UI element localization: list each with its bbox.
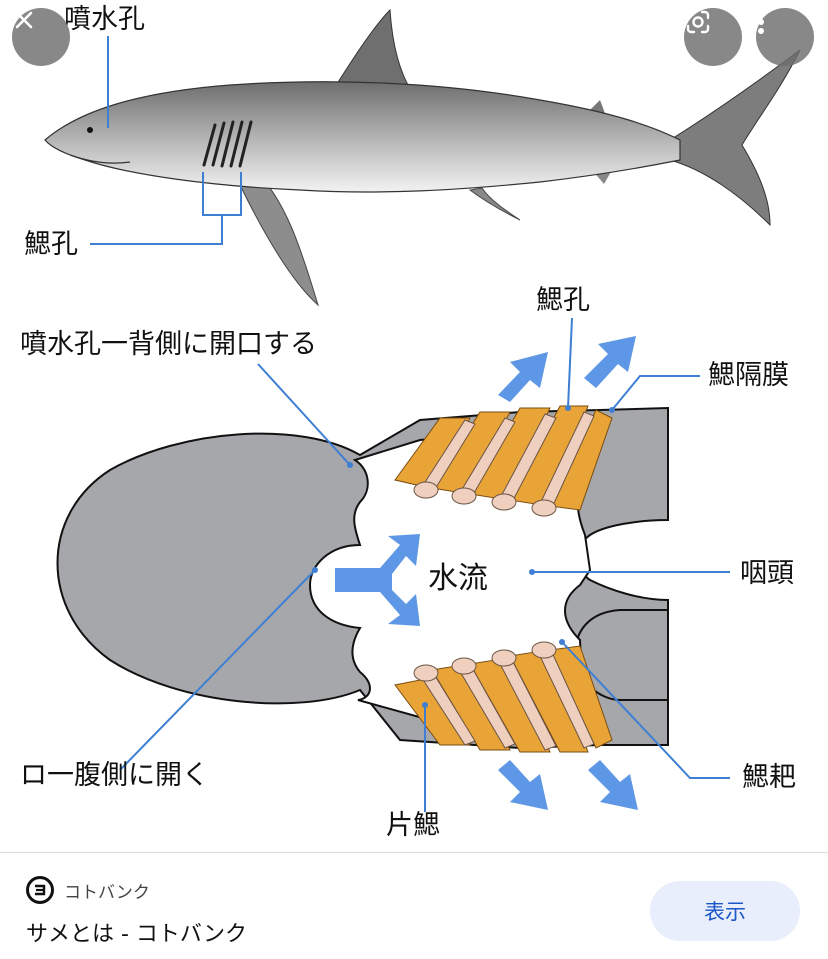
- more-options-button[interactable]: [756, 8, 814, 66]
- page-title-link[interactable]: サメとは - コトバンク: [26, 916, 247, 948]
- lens-icon: [684, 8, 712, 36]
- kotobank-logo-icon: [26, 876, 54, 904]
- visit-button[interactable]: 表示: [650, 881, 800, 941]
- diagram-artwork: [0, 0, 828, 852]
- label-pharynx: 咽頭: [740, 560, 794, 587]
- label-mouth-ventral: ロ一腹側に開く: [20, 762, 209, 789]
- label-gill-septum: 鰓隔膜: [708, 362, 789, 389]
- label-gill-raker: 鰓耙: [742, 764, 796, 791]
- close-button[interactable]: [12, 8, 70, 66]
- source-name: コトバンク: [64, 878, 150, 903]
- lens-button[interactable]: [684, 8, 742, 66]
- label-gill-slits-top: 鰓孔: [536, 287, 590, 314]
- source-row[interactable]: コトバンク: [26, 876, 150, 904]
- label-gill-slits-side: 鰓孔: [24, 231, 78, 258]
- more-vert-icon: [756, 8, 766, 36]
- label-spiracle-top: 噴水孔: [64, 6, 145, 33]
- label-water-flow: 水流: [428, 564, 488, 594]
- shark-illustration: [45, 10, 800, 305]
- label-hemibranch: 片鰓: [386, 812, 440, 839]
- divider: [0, 852, 828, 853]
- label-spiracle-dorsal: 噴水孔一背側に開口する: [20, 331, 317, 358]
- close-icon: [12, 8, 36, 32]
- shark-gill-diagram: 噴水孔 鰓孔 噴水孔一背側に開口する 鰓孔 鰓隔膜 水流 咽頭 ロ一腹側に開く …: [0, 0, 828, 852]
